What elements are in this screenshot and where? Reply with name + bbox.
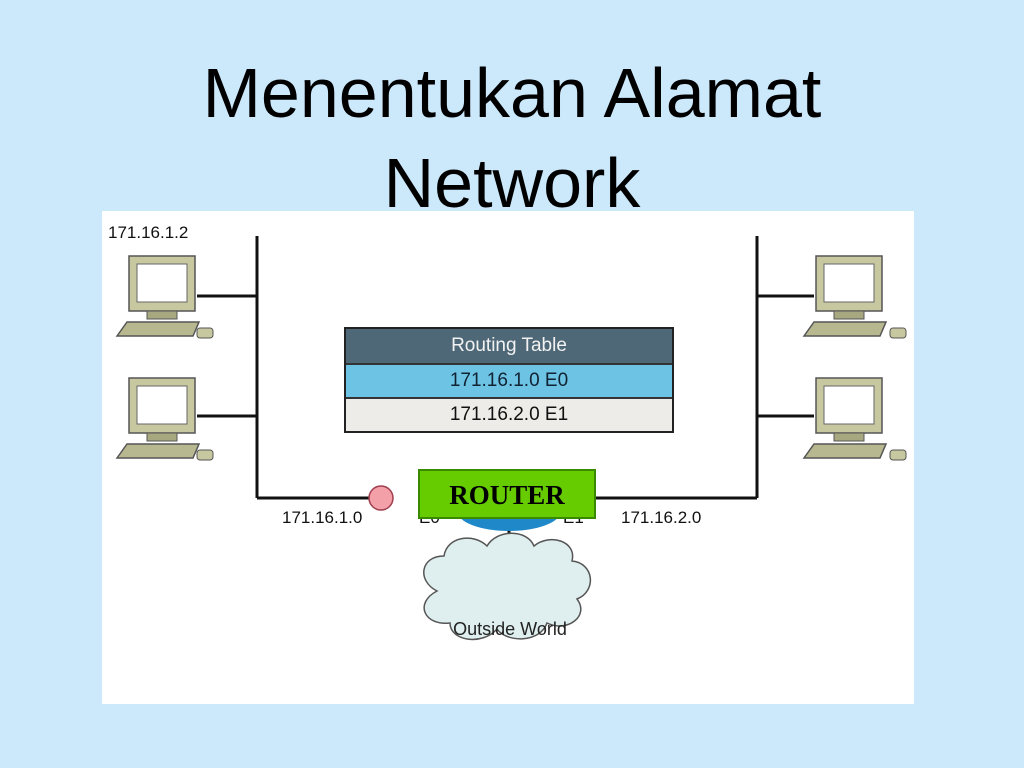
network-diagram: 171.16.1.2 171.16.1.0 E0 E1 171.16.2.0 R…: [102, 211, 914, 704]
cloud-icon: [423, 532, 592, 641]
cloud-label: Outside World: [453, 619, 567, 639]
slide-title: Menentukan Alamat Network: [0, 48, 1024, 228]
slide-title-line2: Network: [383, 144, 641, 222]
routing-table: Routing Table 171.16.1.0 E0 171.16.2.0 E…: [344, 327, 674, 433]
computer-icon: [802, 255, 907, 339]
e0-marker-icon: [368, 485, 394, 511]
slide-title-line1: Menentukan Alamat: [202, 54, 822, 132]
computer-icon: [115, 255, 214, 339]
router-label: ROUTER: [418, 469, 596, 519]
routing-table-header: Routing Table: [346, 329, 672, 363]
left-network-label: 171.16.1.0: [282, 508, 363, 527]
host-ip-label: 171.16.1.2: [108, 223, 189, 242]
routing-table-row: 171.16.2.0 E1: [346, 397, 672, 431]
routing-table-row: 171.16.1.0 E0: [346, 363, 672, 397]
computer-icon: [115, 377, 214, 461]
computer-icon: [802, 377, 907, 461]
right-network-label: 171.16.2.0: [621, 508, 702, 527]
